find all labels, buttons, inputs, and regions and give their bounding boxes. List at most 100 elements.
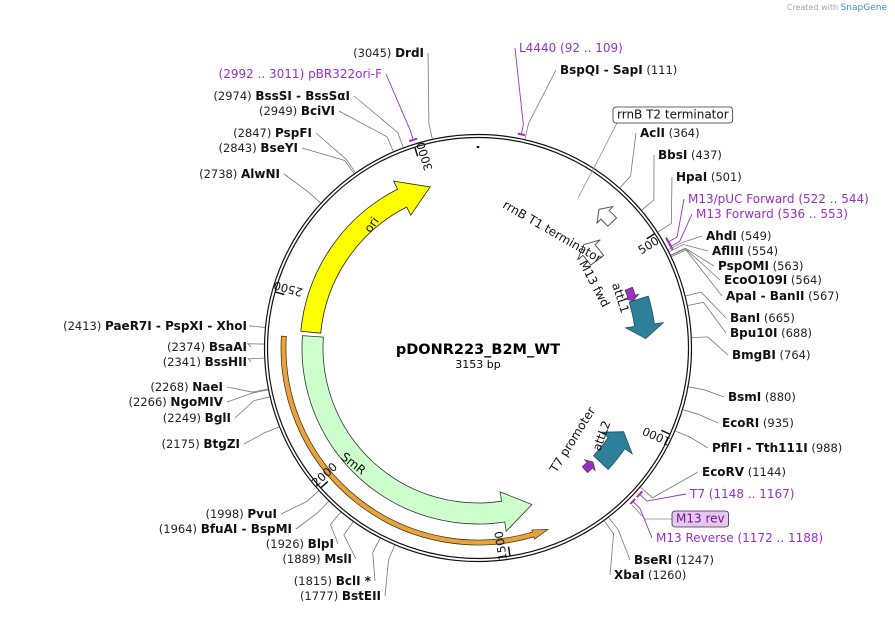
site-separator: -: [292, 89, 305, 103]
rrnb-t2-box: rrnB T2 terminator: [612, 106, 734, 124]
site-label-bfuai: (1964) BfuAI - BspMI: [159, 522, 292, 536]
site-label-bmgbi: BmgBI (764): [732, 348, 810, 362]
site-label-naei: (2268) NaeI: [150, 380, 223, 394]
primer-name: L4440: [519, 41, 556, 55]
site-label-bsmi: BsmI (880): [728, 390, 796, 404]
site-label-bsssi: (2974) BssSI - BssSαI: [213, 89, 350, 103]
site-label-pvui: (1998) PvuI: [205, 507, 277, 521]
site-position: (549): [737, 229, 772, 243]
enzyme-name: BbsI: [658, 148, 687, 162]
site-position: (2847): [233, 126, 275, 140]
site-leader: [671, 249, 723, 297]
backbone-inner: [266, 136, 690, 560]
site-position: (437): [687, 148, 722, 162]
tick-mark: [661, 429, 670, 435]
primer-leader: [514, 47, 524, 135]
enzyme-name: BssSI: [255, 89, 292, 103]
site-label-ahdi: AhdI (549): [706, 229, 771, 243]
enzyme-name: DrdI: [395, 46, 424, 60]
enzyme-name: BclI *: [336, 574, 372, 588]
site-label-bspqi: BspQI - SapI (111): [560, 63, 677, 77]
leader-lines-layer: [226, 47, 729, 597]
site-separator: -: [152, 319, 165, 333]
site-position: (2949): [259, 104, 301, 118]
m13-rev-box: M13 rev: [671, 510, 729, 528]
site-label-ecorv: EcoRV (1144): [702, 465, 786, 479]
site-leader: [670, 247, 715, 267]
site-label-bbsi: BbsI (437): [658, 148, 722, 162]
site-position: (564): [787, 273, 822, 287]
site-position: (2413): [63, 319, 105, 333]
site-label-hpai: HpaI (501): [676, 170, 742, 184]
site-leader: [641, 154, 655, 211]
site-leader: [524, 69, 557, 140]
site-leader: [249, 325, 266, 328]
enzyme-name: EcoRV: [702, 465, 745, 479]
site-position: (764): [776, 348, 811, 362]
site-position: (501): [707, 170, 742, 184]
site-position: (688): [777, 326, 812, 340]
site-position: (880): [761, 390, 796, 404]
smr-outline-feature: [280, 335, 550, 546]
plasmid-size: 3153 bp: [455, 358, 500, 371]
terminator-leader: [577, 122, 618, 199]
primer-label-t7: T7 (1148 .. 1167): [689, 487, 794, 501]
tick-label: 3000: [413, 140, 435, 172]
site-label-paer7i: (2413) PaeR7I - PspXI - XhoI: [63, 319, 247, 333]
enzyme-name: Tth111I: [756, 441, 808, 455]
snapgene-logo: SnapGene: [840, 3, 887, 13]
svg-text:rrnB T2 terminator: rrnB T2 terminator: [617, 108, 729, 122]
primer-leader: [668, 198, 685, 243]
site-position: (1998): [205, 507, 247, 521]
site-leader: [353, 95, 404, 148]
site-leader: [670, 248, 721, 281]
primer-mark: [517, 132, 526, 137]
enzyme-name: BanI: [730, 311, 760, 325]
site-position: (1144): [744, 465, 786, 479]
site-label-ngomiv: (2266) NgoMIV: [129, 395, 224, 409]
site-leader: [691, 336, 729, 356]
site-position: (2374): [167, 340, 209, 354]
tick-mark: [320, 481, 329, 489]
enzyme-name: MslI: [324, 552, 352, 566]
enzyme-name: BfuAI: [201, 522, 238, 536]
site-position: (111): [643, 63, 678, 77]
rrnb-t1-label: rrnB T1 terminator: [500, 198, 604, 266]
site-leader: [667, 235, 703, 251]
enzyme-name: BmgBI: [732, 348, 776, 362]
enzyme-name: BspMI: [251, 522, 292, 536]
site-leader: [243, 426, 280, 445]
site-position: (1815): [294, 574, 336, 588]
enzyme-name: NaeI: [192, 380, 223, 394]
primer-label-m13reverse: M13 Reverse (1172 .. 1188): [656, 531, 823, 545]
enzyme-name: AhdI: [706, 229, 737, 243]
site-position: (1260): [644, 568, 686, 582]
site-separator: -: [237, 522, 250, 536]
site-label-bseyi: (2843) BseYI: [219, 141, 299, 155]
primer-range: (2992 .. 3011): [219, 67, 309, 81]
attl2-feature: [592, 431, 634, 470]
site-leader: [640, 471, 699, 499]
site-leader: [247, 357, 265, 363]
enzyme-name: BstEII: [342, 589, 381, 603]
primer-name: M13 Reverse: [656, 531, 734, 545]
primer-label-pbr322orif: (2992 .. 3011) pBR322ori-F: [219, 67, 383, 81]
site-separator: -: [742, 441, 755, 455]
enzyme-name: ApaI: [726, 289, 756, 303]
primer-name: M13 Forward: [696, 207, 774, 221]
site-label-ecori: EcoRI (935): [722, 416, 794, 430]
primer-leader: [632, 501, 653, 539]
primer-label-m13pucforward: M13/pUC Forward (522 .. 544): [688, 192, 869, 206]
site-leader: [687, 301, 727, 334]
m13-fwd-label: M13 fwd: [576, 258, 612, 310]
site-separator: -: [756, 289, 769, 303]
enzyme-name: Bpu10I: [730, 326, 777, 340]
plasmid-name: pDONR223_B2M_WT: [396, 342, 560, 358]
enzyme-name: AflIII: [712, 244, 744, 258]
primer-range: (1172 .. 1188): [734, 531, 824, 545]
site-position: (563): [769, 259, 804, 273]
site-leader: [226, 386, 269, 393]
enzyme-name: BtgZI: [203, 437, 240, 451]
enzyme-name: BssSαI: [305, 89, 350, 103]
enzyme-name: PspXI: [165, 319, 203, 333]
